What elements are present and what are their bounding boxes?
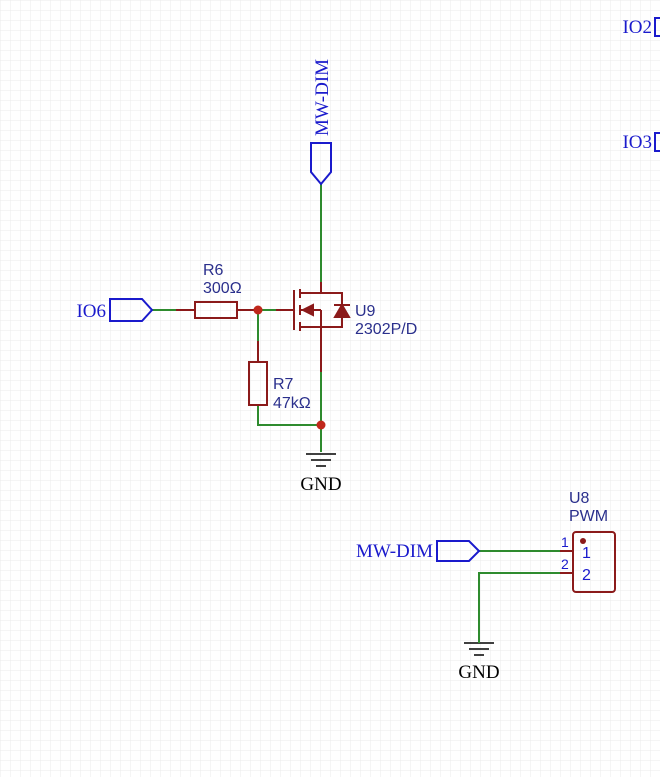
net-flag-label: IO3 — [622, 132, 652, 153]
resistor-r7[interactable]: R7 47kΩ — [248, 341, 311, 412]
net-flag-shape — [654, 17, 660, 37]
connector-pin1-name: 1 — [582, 545, 591, 562]
net-flag-shape — [436, 540, 481, 562]
mosfet-value: 2302P/D — [355, 321, 417, 338]
wire-r7-to-gnd[interactable] — [257, 406, 321, 426]
junction-gate-node — [253, 305, 263, 315]
ground-symbol-2[interactable]: GND — [458, 626, 500, 683]
net-flag-shape — [310, 142, 332, 186]
junction-gnd-node — [316, 420, 326, 430]
connector-ref: U8 — [569, 490, 590, 507]
connector-u8[interactable]: U8 PWM 1 2 1 2 — [560, 490, 616, 593]
ground-symbol-1[interactable]: GND — [300, 453, 342, 495]
mosfet-arrow — [300, 303, 314, 317]
connector-value: PWM — [569, 508, 608, 525]
connector-pin2-number: 2 — [561, 556, 569, 572]
connector-pin1-number: 1 — [561, 534, 569, 550]
net-flag-io2[interactable]: IO2 — [622, 17, 660, 38]
resistor-r6[interactable]: R6 300Ω — [176, 262, 258, 319]
net-flag-label: MW-DIM — [312, 59, 333, 136]
resistor-value: 300Ω — [203, 280, 242, 297]
ground-label: GND — [458, 662, 499, 683]
resistor-ref: R7 — [273, 376, 294, 393]
wire-u8-pin2-to-gnd[interactable] — [478, 572, 560, 626]
mosfet-diode-triangle — [333, 303, 351, 318]
net-flag-label: MW-DIM — [356, 541, 433, 562]
connector-pin1-dot — [580, 538, 586, 544]
net-flag-shape — [109, 298, 154, 322]
mosfet-u9[interactable] — [276, 282, 351, 372]
net-flag-shape — [654, 132, 660, 152]
ground-label: GND — [300, 474, 341, 495]
net-flag-label: IO6 — [76, 301, 106, 322]
net-flag-mwdim-connector[interactable]: MW-DIM — [356, 540, 481, 562]
ground-icon — [306, 453, 336, 467]
net-flag-mwdim-top[interactable]: MW-DIM — [310, 59, 333, 186]
net-flag-io6[interactable]: IO6 — [76, 298, 154, 322]
connector-pin2-name: 2 — [582, 567, 591, 584]
net-flag-io3[interactable]: IO3 — [622, 132, 660, 153]
resistor-value: 47kΩ — [273, 395, 311, 412]
mosfet-ref: U9 — [355, 303, 376, 320]
connector-body — [572, 531, 616, 593]
net-flag-label: IO2 — [622, 17, 652, 38]
resistor-ref: R6 — [203, 262, 224, 279]
